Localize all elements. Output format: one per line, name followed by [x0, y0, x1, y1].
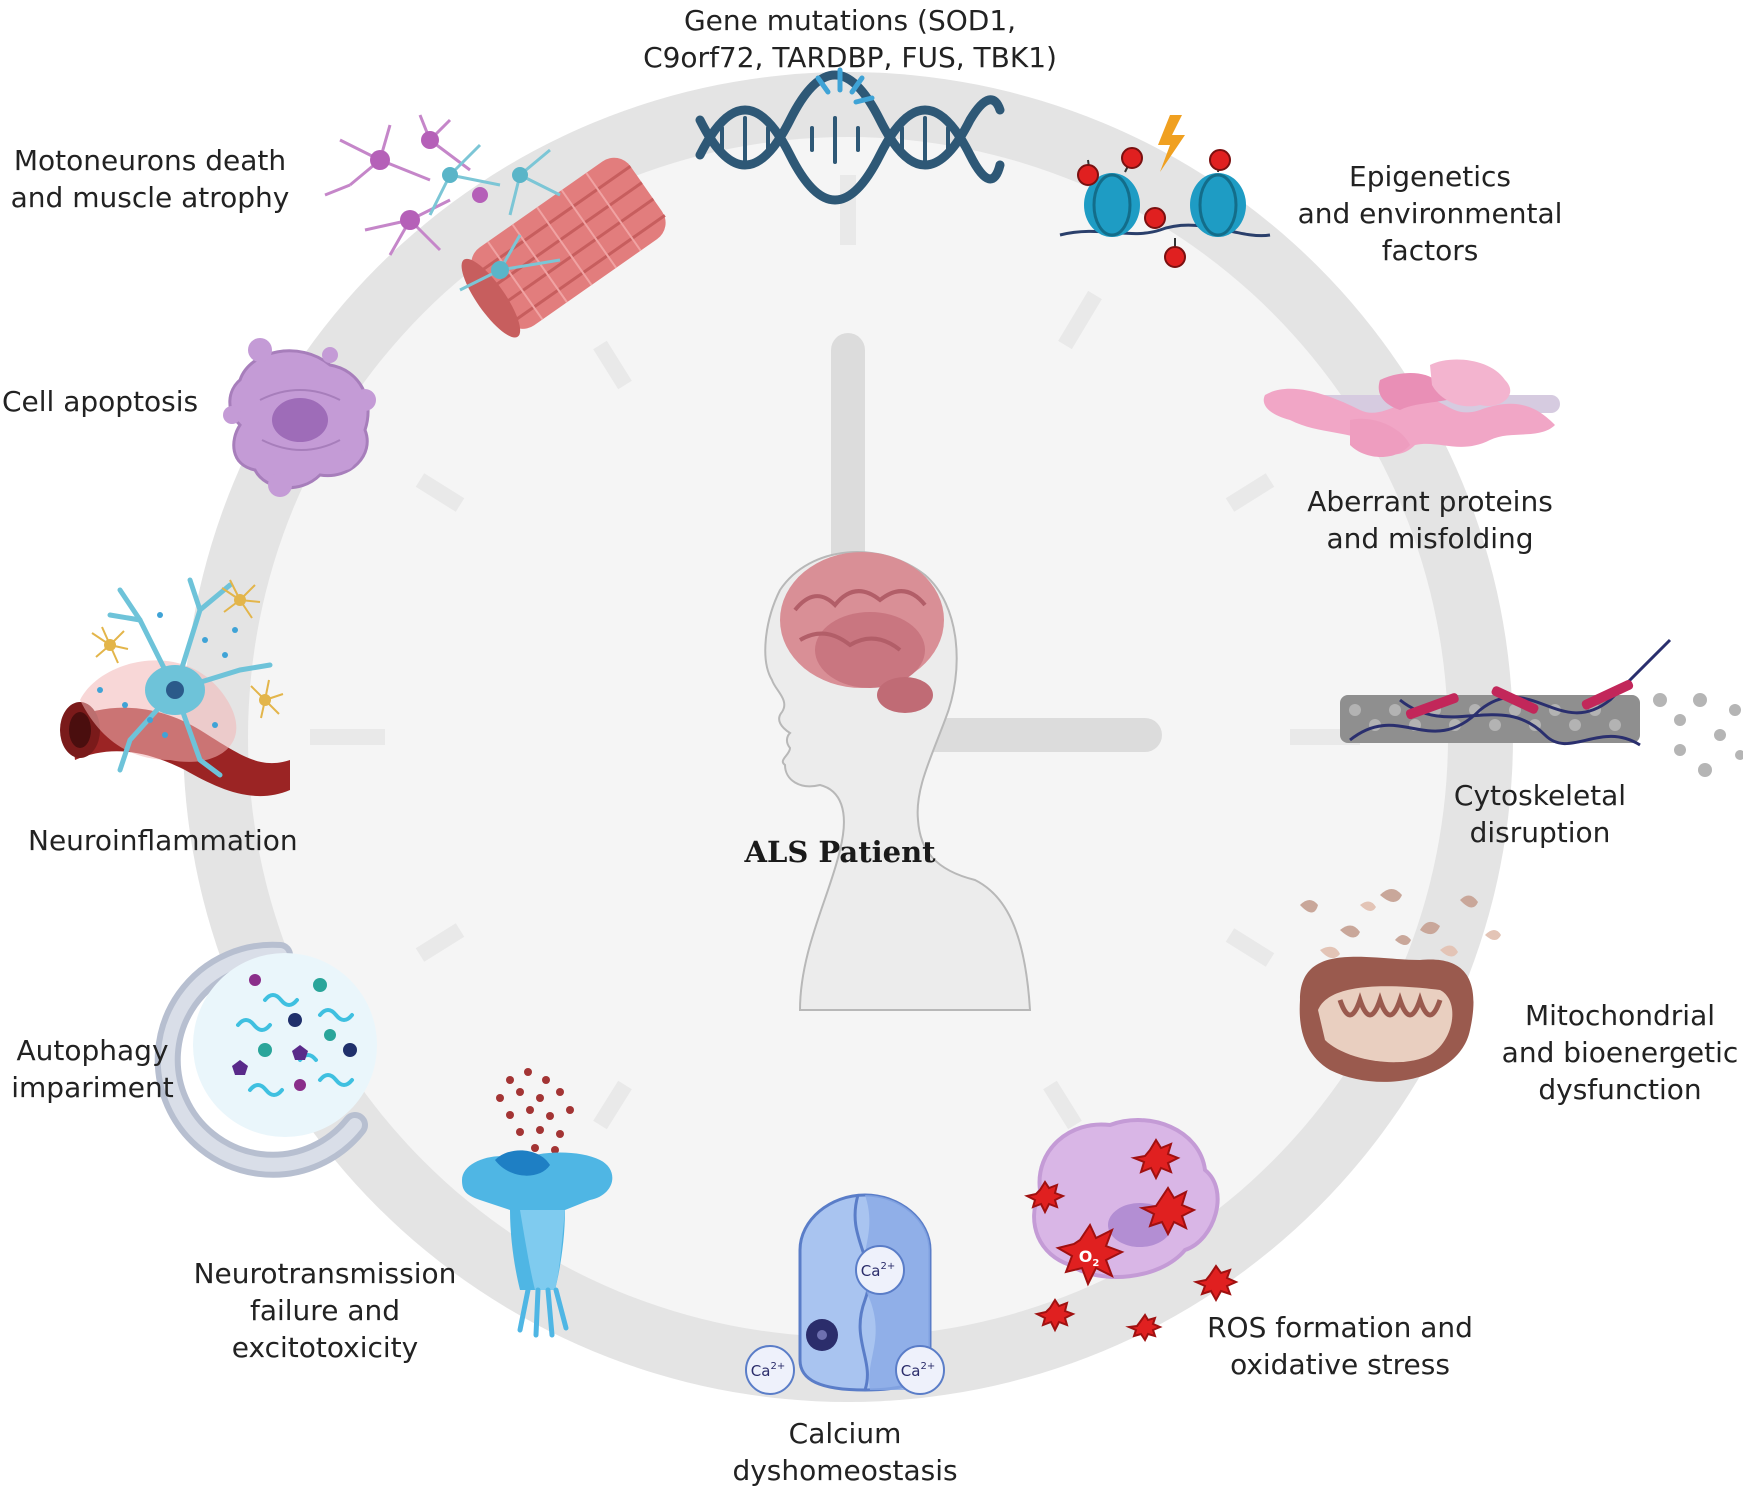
- patient-head-icon: [764, 551, 1032, 1011]
- label-line: Aberrant proteins: [1307, 485, 1553, 518]
- neuroinflammation-icon: [60, 577, 290, 797]
- label-line: disruption: [1469, 816, 1611, 849]
- label-ros: ROS formation and oxidative stress: [1190, 1309, 1490, 1383]
- calcium-ion-label: Ca2+: [751, 1361, 785, 1380]
- label-line: and misfolding: [1326, 522, 1534, 555]
- label-line: C9orf72, TARDBP, FUS, TBK1): [643, 41, 1057, 74]
- label-aberrant-proteins: Aberrant proteins and misfolding: [1280, 483, 1580, 557]
- label-line: Neurotransmission: [193, 1257, 457, 1290]
- calcium-channel-icon: Ca2+ Ca2+ Ca2+: [745, 1193, 945, 1395]
- label-line: dysfunction: [1538, 1073, 1702, 1106]
- label-line: and bioenergetic: [1501, 1036, 1739, 1069]
- label-autophagy: Autophagy impariment: [0, 1032, 185, 1106]
- label-line: Gene mutations (SOD1,: [683, 4, 1017, 37]
- label-neuroinflammation: Neuroinflammation: [28, 822, 298, 859]
- ros-o2-label: O2: [1079, 1247, 1100, 1269]
- label-line: and environmental: [1297, 197, 1563, 230]
- label-line: oxidative stress: [1230, 1348, 1450, 1381]
- label-line: factors: [1381, 234, 1479, 267]
- ros-cell-icon: O2: [1024, 1118, 1239, 1342]
- label-cytoskeletal-disruption: Cytoskeletal disruption: [1420, 777, 1660, 851]
- label-line: impariment: [11, 1071, 174, 1104]
- label-neurotransmission: Neurotransmission failure and excitotoxi…: [180, 1255, 470, 1366]
- dna-helix-icon: [695, 70, 1005, 205]
- damaged-mitochondrion-icon: [1299, 889, 1501, 1082]
- label-gene-mutations: Gene mutations (SOD1, C9orf72, TARDBP, F…: [590, 2, 1110, 76]
- label-epigenetics: Epigenetics and environmental factors: [1270, 158, 1590, 269]
- label-cell-apoptosis: Cell apoptosis: [2, 383, 198, 420]
- receptor-icon: [462, 1068, 613, 1338]
- epigenetics-icon: [1059, 115, 1271, 268]
- cytoskeleton-filament-icon: [1340, 638, 1743, 777]
- label-calcium: Calcium dyshomeostasis: [700, 1415, 990, 1489]
- center-title: ALS Patient: [744, 835, 936, 869]
- misfolded-protein-icon: [1263, 359, 1560, 458]
- label-motoneurons: Motoneurons death and muscle atrophy: [0, 142, 300, 216]
- label-line: excitotoxicity: [231, 1331, 419, 1364]
- autophagosome-icon: [154, 941, 377, 1178]
- label-line: Autophagy: [16, 1034, 169, 1067]
- label-line: Motoneurons death: [13, 144, 287, 177]
- label-line: Neuroinflammation: [28, 824, 298, 857]
- label-line: Epigenetics: [1349, 160, 1511, 193]
- label-line: Cell apoptosis: [2, 385, 199, 418]
- label-line: Cytoskeletal: [1453, 779, 1627, 812]
- motoneuron-muscle-icon: [324, 114, 666, 338]
- label-mitochondrial: Mitochondrial and bioenergetic dysfuncti…: [1500, 997, 1740, 1108]
- label-line: Mitochondrial: [1524, 999, 1716, 1032]
- apoptotic-cell-icon: [223, 338, 376, 497]
- label-line: Calcium: [788, 1417, 902, 1450]
- label-line: and muscle atrophy: [10, 181, 290, 214]
- label-line: failure and: [249, 1294, 401, 1327]
- mutation-spark-icon: [815, 67, 875, 105]
- calcium-ion-label: Ca2+: [901, 1361, 935, 1380]
- label-line: dyshomeostasis: [732, 1454, 958, 1487]
- label-line: ROS formation and: [1207, 1311, 1473, 1344]
- calcium-ion-label: Ca2+: [861, 1261, 895, 1280]
